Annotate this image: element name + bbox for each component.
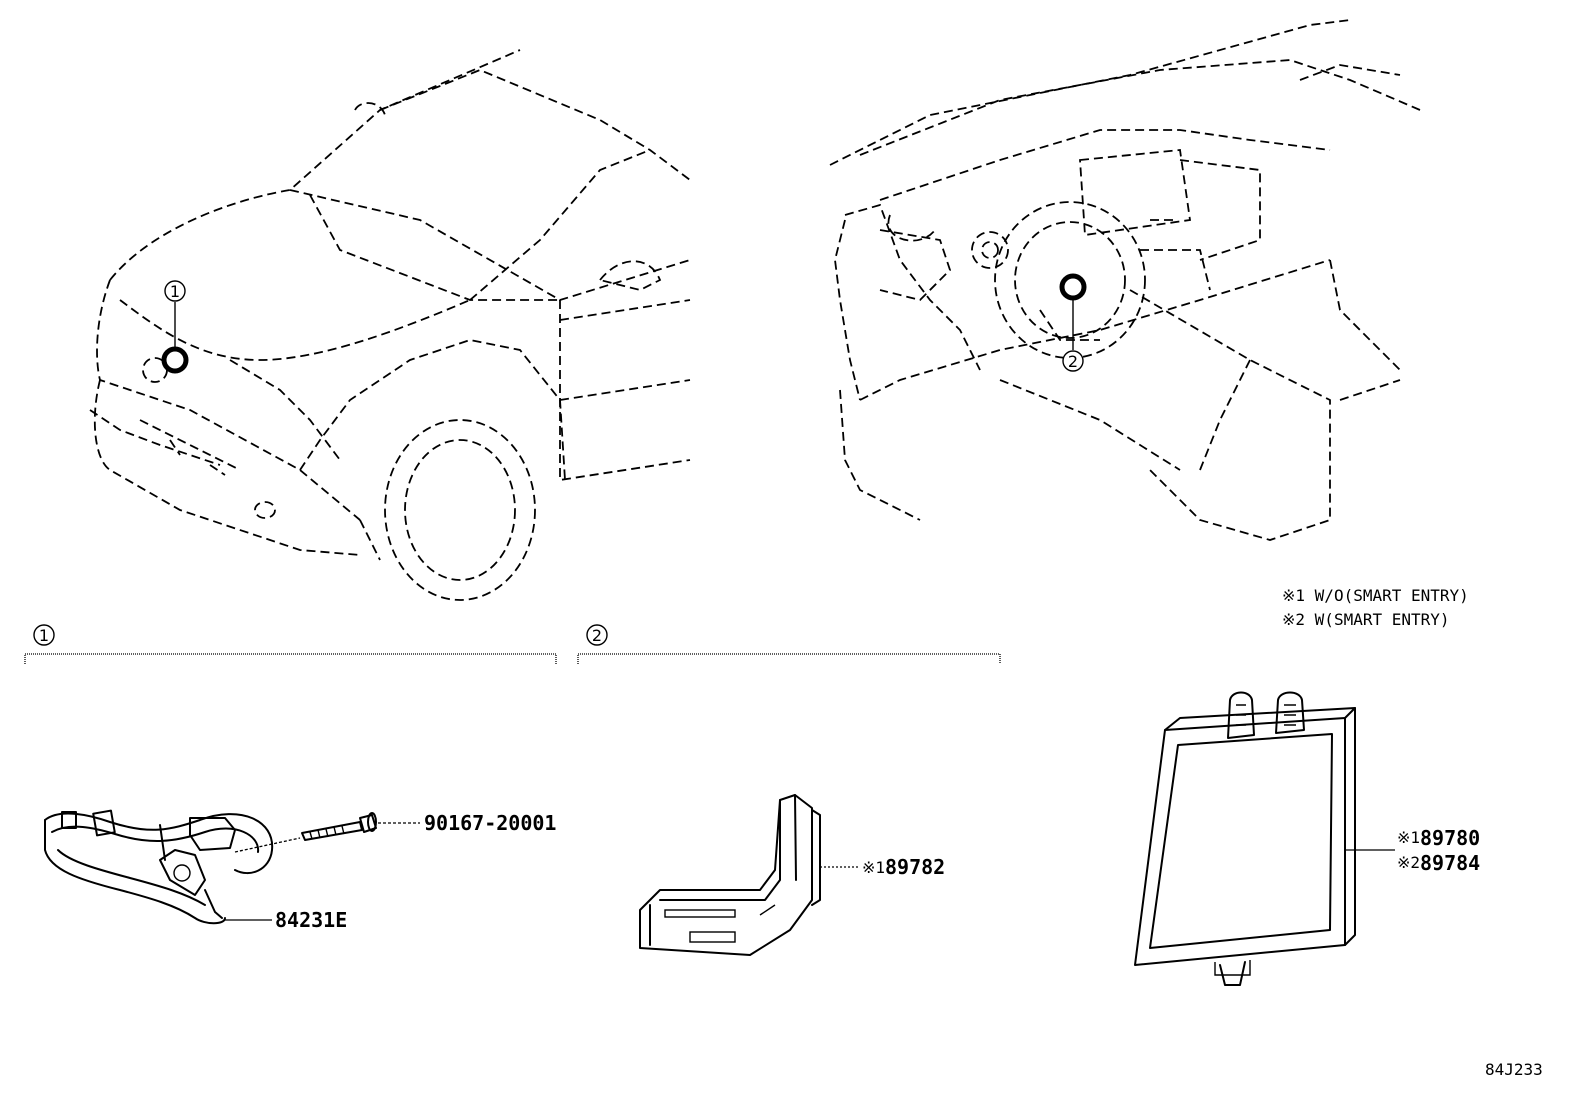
section-2-number: 2 bbox=[592, 626, 602, 645]
diagram-id: 84J233 bbox=[1485, 1060, 1543, 1079]
section-1-number: 1 bbox=[39, 626, 49, 645]
bracket-note-prefix: ※1 bbox=[862, 858, 885, 877]
part-number-ecu-without-smart-entry[interactable]: 89780 bbox=[1420, 826, 1480, 850]
bracket-part bbox=[639, 794, 821, 956]
part-number-ecu-with-smart-entry[interactable]: 89784 bbox=[1420, 851, 1480, 875]
note-with-smart-entry: ※2 W(SMART ENTRY) bbox=[1282, 610, 1450, 629]
callout-2-marker: 2 bbox=[1059, 273, 1087, 372]
ecu-note-prefix-1: ※1 bbox=[1397, 828, 1420, 847]
callout-1-label: 1 bbox=[170, 282, 180, 301]
section-1-header: 1 bbox=[24, 624, 557, 664]
note-without-smart-entry: ※1 W/O(SMART ENTRY) bbox=[1282, 586, 1469, 605]
part-number-bracket[interactable]: 89782 bbox=[885, 855, 945, 879]
vehicle-interior-illustration bbox=[829, 19, 1421, 541]
callout-1-marker: 1 bbox=[161, 280, 189, 374]
ecu-note-prefix-2: ※2 bbox=[1397, 853, 1420, 872]
part-number-horn-wire[interactable]: 84231E bbox=[275, 908, 347, 932]
vehicle-front-illustration bbox=[89, 49, 691, 601]
callout-2-label: 2 bbox=[1068, 352, 1078, 371]
section-2-header: 2 bbox=[577, 624, 1001, 664]
bolt-part bbox=[234, 812, 377, 853]
part-number-bolt[interactable]: 90167-20001 bbox=[424, 811, 556, 835]
ecu-module-part bbox=[1134, 691, 1356, 986]
horn-wire-part bbox=[44, 809, 274, 925]
